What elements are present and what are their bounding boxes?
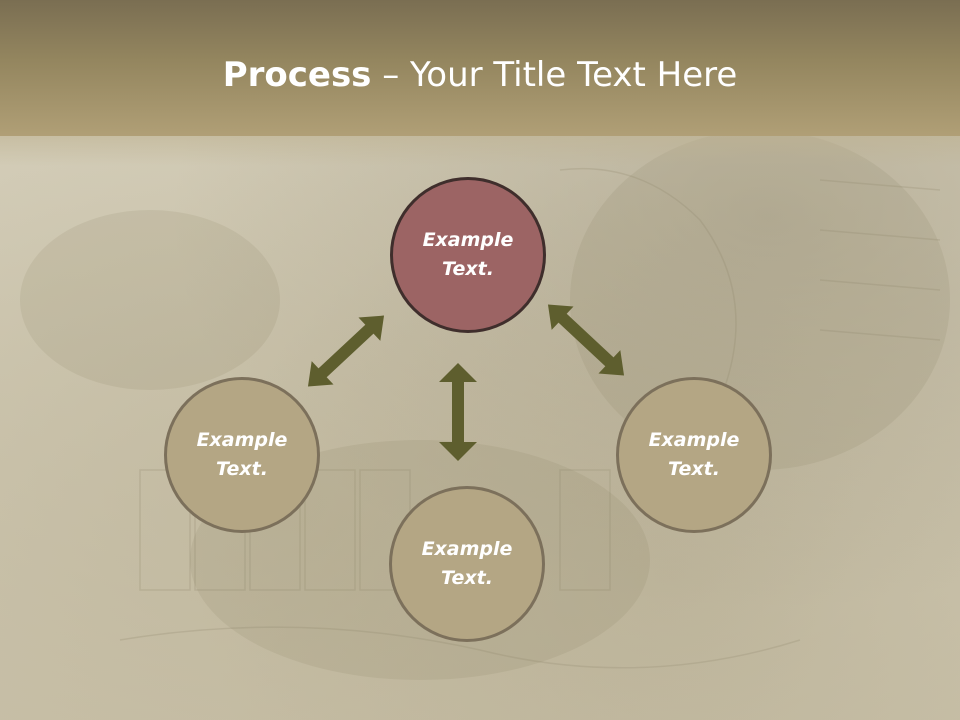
process-node-left[interactable]: Example Text. <box>164 377 320 533</box>
slide-title: Process – Your Title Text Here <box>0 52 960 98</box>
slide-title-bold: Process <box>222 55 372 95</box>
double-arrow-vertical <box>439 363 477 461</box>
title-bar-shadow-band <box>0 136 960 166</box>
title-bar <box>0 0 960 136</box>
process-node-right-line2: Text. <box>668 458 720 480</box>
process-node-bottom-line1: Example <box>421 538 513 560</box>
process-node-right[interactable]: Example Text. <box>616 377 772 533</box>
process-node-top[interactable]: Example Text. <box>390 177 546 333</box>
process-node-top-line1: Example <box>422 229 514 251</box>
process-node-top-line2: Text. <box>442 258 494 280</box>
double-arrow-upper-left <box>307 315 385 387</box>
process-node-left-line1: Example <box>196 429 288 451</box>
process-node-left-line2: Text. <box>216 458 268 480</box>
double-arrow-upper-right <box>547 304 625 376</box>
process-node-bottom[interactable]: Example Text. <box>389 486 545 642</box>
process-node-bottom-line2: Text. <box>441 567 493 589</box>
slide-title-rest: – Your Title Text Here <box>371 55 738 95</box>
process-node-right-line1: Example <box>648 429 740 451</box>
